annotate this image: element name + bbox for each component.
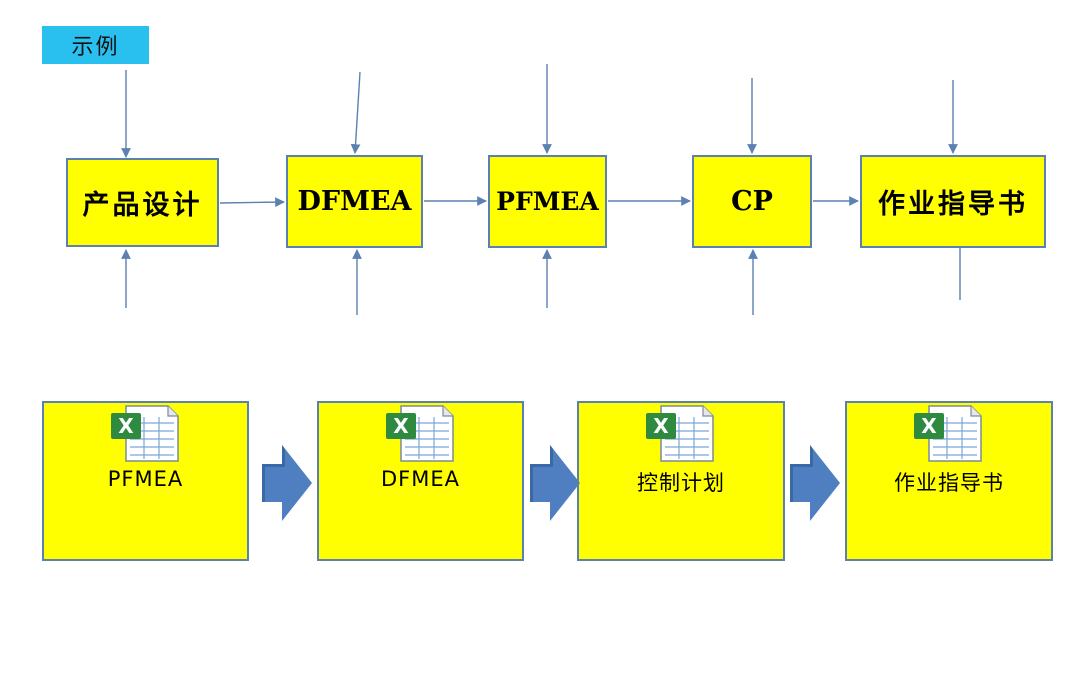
flow-box-work-instruction: 作业指导书 (860, 155, 1046, 248)
svg-text:X: X (118, 414, 134, 438)
flow-box-cp: CP (692, 155, 812, 248)
card-label: DFMEA (380, 467, 460, 491)
document-card-pfmea: X PFMEA (42, 401, 249, 561)
block-arrow-icon (262, 445, 312, 521)
document-card-control-plan: X 控制计划 (577, 401, 785, 561)
block-arrow-icon (790, 445, 840, 521)
flow-box-dfmea: DFMEA (286, 155, 423, 248)
excel-icon: X (385, 405, 454, 462)
flow-box-pfmea: PFMEA (488, 155, 607, 248)
input-arrow-top-2 (350, 71, 361, 154)
block-arrow-icon (530, 445, 580, 521)
example-tag: 示例 (42, 26, 149, 64)
svg-text:X: X (653, 414, 669, 438)
flow-box-product-design: 产品设计 (66, 158, 219, 247)
document-card-dfmea: X DFMEA (317, 401, 524, 561)
document-card-work-instruction: X 作业指导书 (845, 401, 1053, 561)
flow-arrow-1 (219, 197, 285, 208)
card-label: 作业指导书 (894, 471, 1004, 495)
svg-text:X: X (921, 414, 937, 438)
card-label: PFMEA (107, 467, 184, 491)
excel-icon: X (914, 405, 982, 462)
card-label: 控制计划 (637, 471, 725, 495)
svg-text:X: X (393, 414, 409, 438)
excel-icon: X (110, 405, 179, 462)
excel-icon: X (646, 405, 714, 462)
